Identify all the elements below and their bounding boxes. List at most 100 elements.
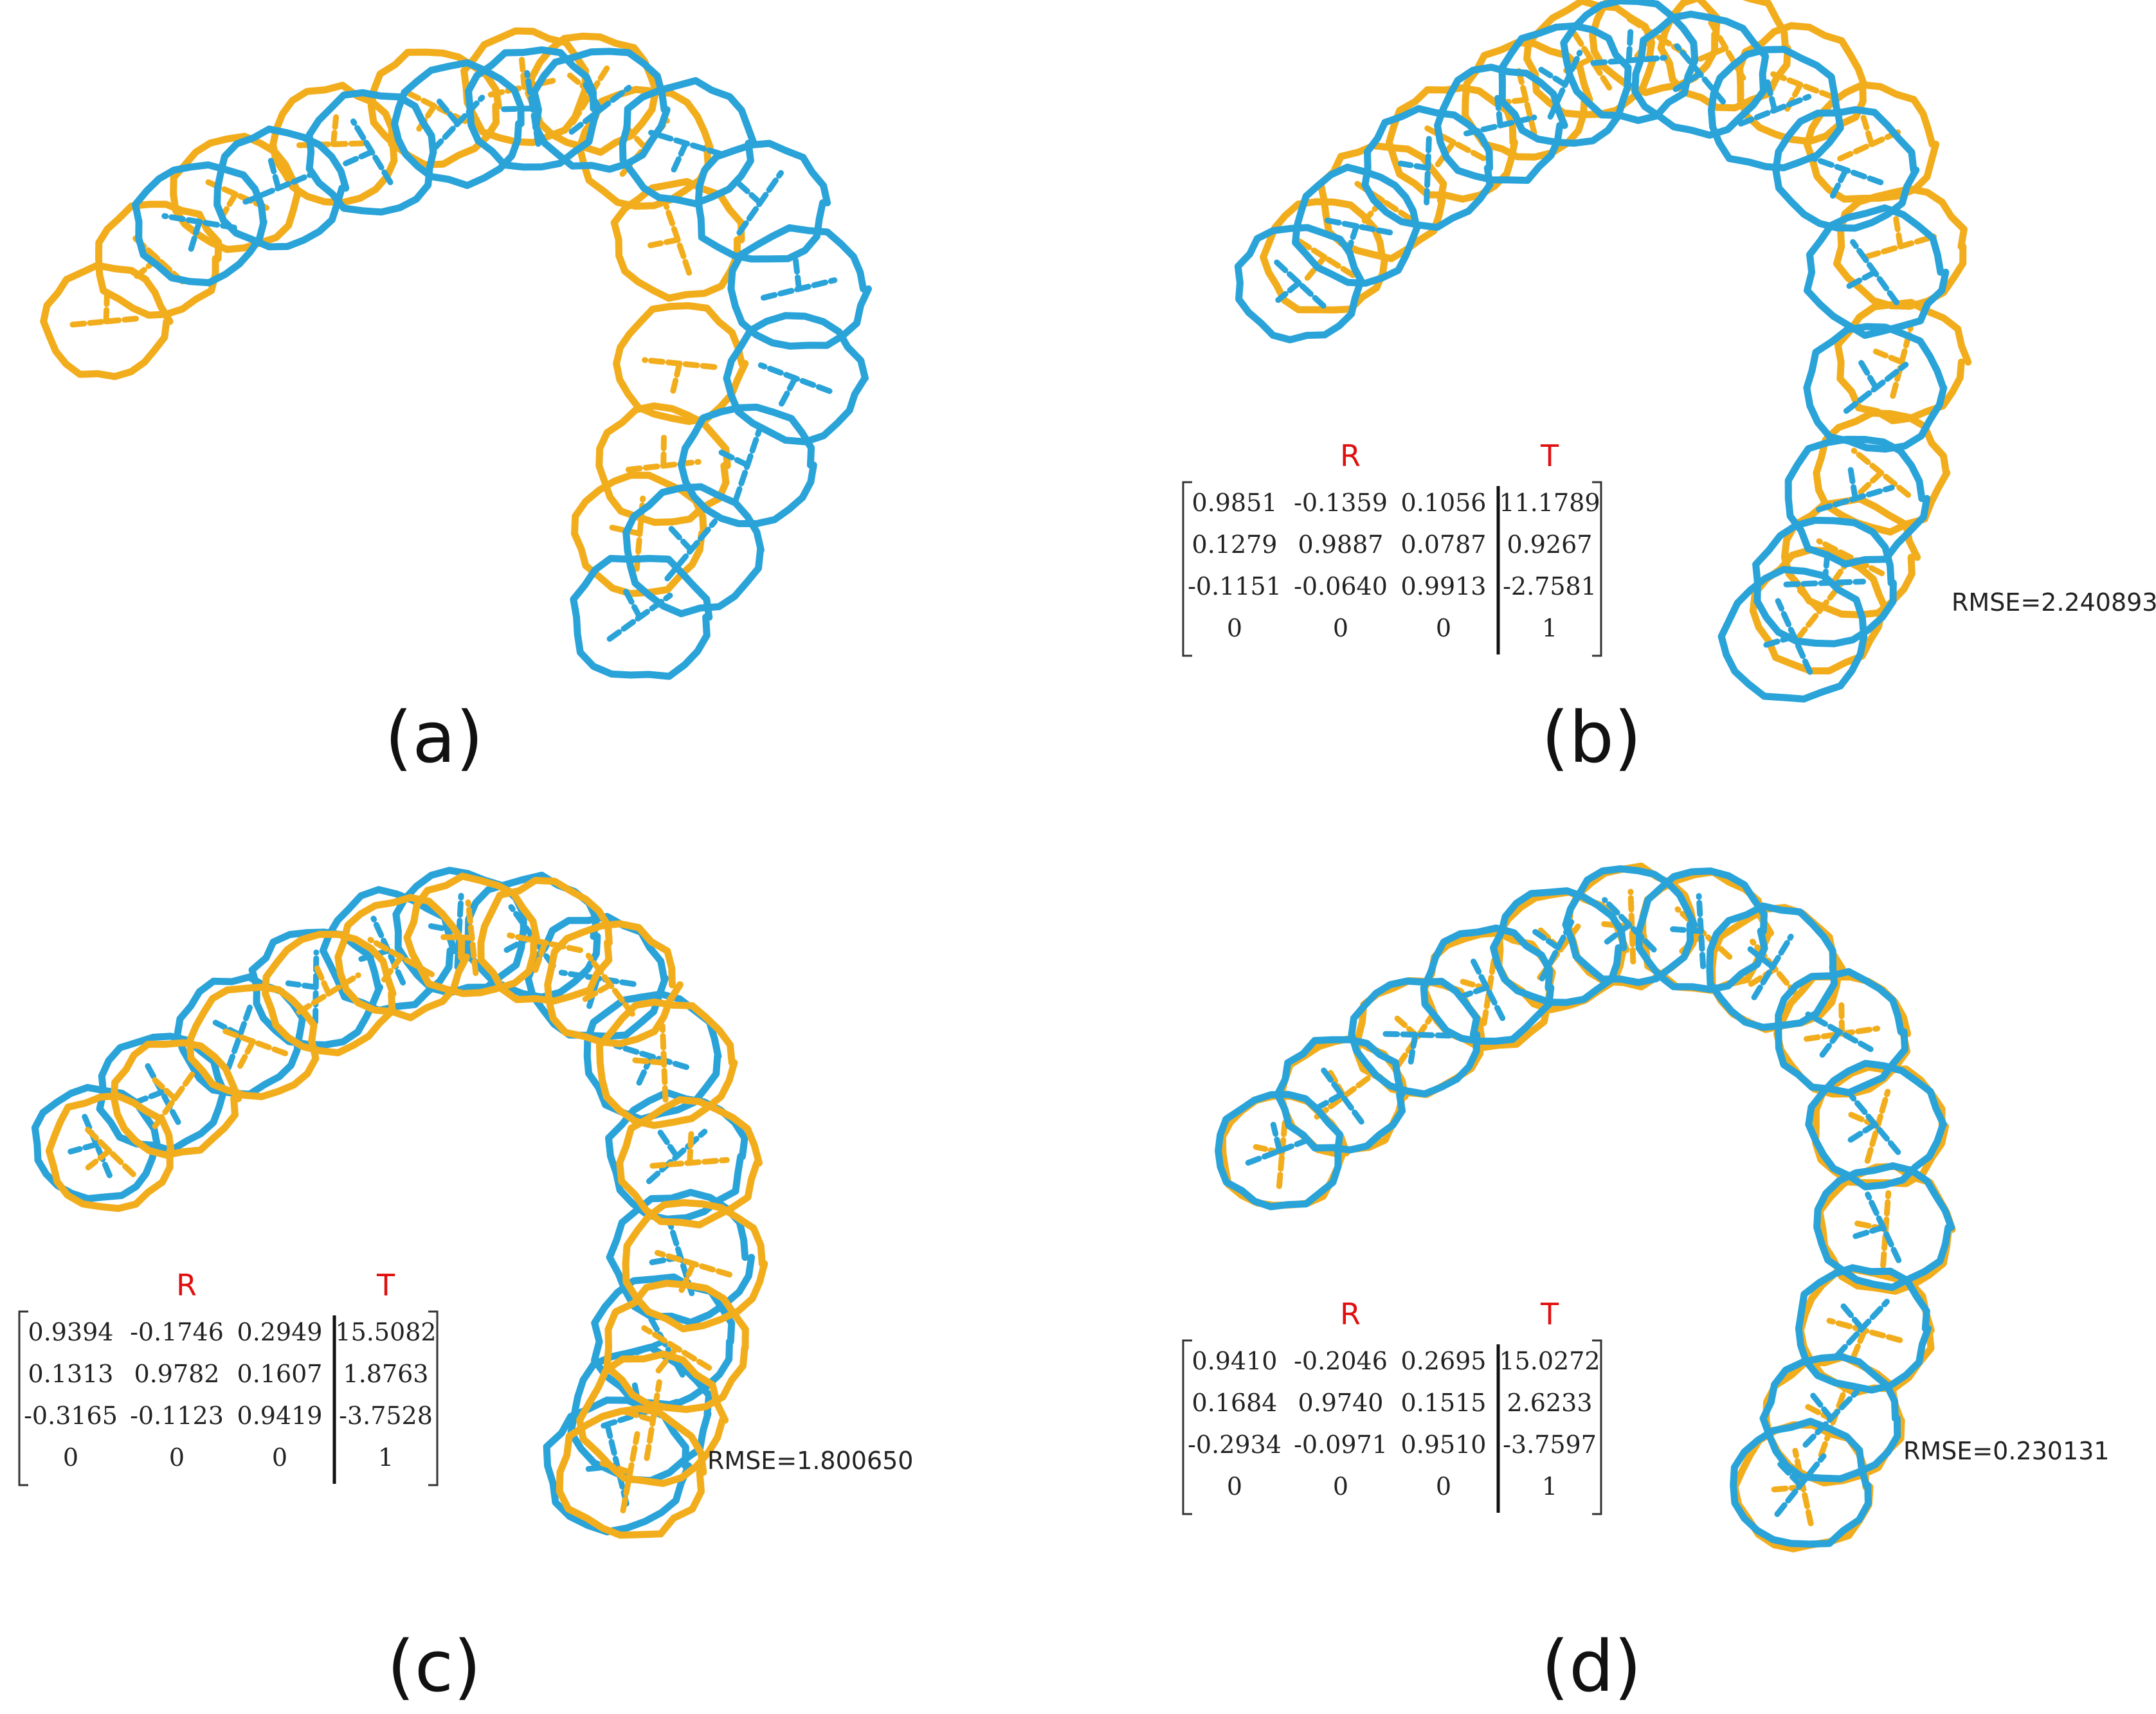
panel-b-matrix-cell-r3c1: -0.1151	[1188, 572, 1282, 600]
panel-a-orange-tooth-10	[613, 302, 749, 425]
panel-c-orange-tooth-7-outline	[477, 876, 613, 1005]
panel-a-blue-tooth-12	[622, 483, 765, 618]
panel-c-orange-tooth-2-outline	[110, 1039, 242, 1159]
panel-a: (a)	[40, 27, 872, 779]
panel-c-orange-tooth-10-fissure	[649, 1130, 730, 1169]
panel-d-matrix-r-header: R	[1340, 1297, 1361, 1331]
panel-c-orange-tooth-2-fissure	[152, 1068, 198, 1130]
panel-c-orange-tooth-8	[544, 920, 684, 1047]
panel-b-blue-tooth-6-fissure	[1590, 29, 1667, 66]
panel-b-matrix-right-bracket	[1592, 481, 1602, 657]
panel-b-matrix-cell-r2c4: 0.9267	[1507, 530, 1593, 559]
panel-a-orange-tooth-2-outline	[95, 201, 222, 319]
panel-c-matrix-cell-r3c4: -3.7528	[339, 1402, 433, 1430]
panel-d-blue-tooth-2-fissure	[1314, 1064, 1364, 1125]
panel-d-matrix-cell-r4c1: 0	[1227, 1472, 1242, 1501]
panel-c-matrix-cell-r4c1: 0	[63, 1443, 78, 1472]
panel-b-blue-tooth-8-outline	[1708, 46, 1844, 172]
panel-d-blue-tooth-8	[1706, 902, 1838, 1031]
panel-d-matrix-cell-r3c2: -0.0971	[1294, 1430, 1388, 1459]
panel-a-orange-tooth-12-outline	[571, 471, 707, 597]
panel-d-blue-tooth-7-outline	[1635, 867, 1768, 993]
panel-b-orange-tooth-8-outline	[1736, 22, 1868, 145]
panel-d-blue-tooth-10-outline	[1805, 1060, 1948, 1191]
panel-c-matrix-cell-r2c3: 0.1607	[237, 1360, 323, 1388]
panel-a-blue-tooth-11-fissure	[718, 427, 763, 503]
panel-d-blue-tooth-9	[1775, 968, 1908, 1096]
panel-c-orange-tooth-11-outline	[622, 1199, 768, 1333]
panel-b-blue-tooth-4	[1434, 64, 1568, 184]
panel-a-blue-tooth-1-outline	[132, 161, 267, 287]
panel-b-matrix-cell-r4c1: 0	[1227, 614, 1242, 642]
panel-c-blue-tooth-2-fissure	[133, 1059, 181, 1125]
panel-a-blue-tooth-9-outline	[727, 224, 872, 350]
panel-d-blue-tooth-5-outline	[1490, 887, 1627, 1006]
panel-c-blue-tooth-10-fissure	[646, 1128, 708, 1184]
panel-a-orange-tooth-9-fissure	[648, 204, 693, 276]
panel-d-blue-tooth-9-fissure	[1805, 1011, 1874, 1058]
panel-c-orange-tooth-5-outline	[334, 894, 470, 1022]
panel-a-orange-tooth-6-fissure	[487, 57, 561, 98]
panel-d-matrix-cell-r2c1: 0.1684	[1192, 1389, 1278, 1417]
panel-d-blue-tooth-6-fissure	[1602, 897, 1657, 953]
panel-c-orange-tooth-14-fissure	[597, 1431, 640, 1513]
panel-a-blue-tooth-7-fissure	[648, 129, 723, 173]
panel-d-blue-tooth-6	[1562, 865, 1698, 986]
panel-a-blue-tooth-10-fissure	[757, 362, 833, 407]
panel-b-orange-tooth-12-outline	[1813, 410, 1951, 536]
panel-d-blue-tooth-1-outline	[1215, 1090, 1344, 1211]
panel-b-blue-tooth-7	[1631, 10, 1770, 139]
panel-a-blue-tooth-9	[727, 224, 872, 350]
panel-d-blue-tooth-4-fissure	[1458, 953, 1506, 1022]
panel-c-label: (c)	[387, 1625, 481, 1708]
panel-c-matrix-cell-r3c3: 0.9419	[237, 1402, 323, 1430]
panel-a-blue-tooth-4-outline	[391, 59, 525, 189]
panel-d-blue-tooth-11-fissure	[1853, 1191, 1902, 1263]
panel-d-rmse: RMSE=0.230131	[1903, 1437, 2109, 1465]
panel-c-matrix-cell-r1c1: 0.9394	[28, 1318, 114, 1346]
panel-c-matrix-cell-r2c4: 1.8763	[343, 1360, 429, 1388]
panel-a-blue-tooth-11	[678, 403, 817, 527]
panel-b-blue-tooth-5	[1498, 22, 1632, 147]
panel-b-blue-tooth-2-outline	[1292, 163, 1422, 287]
panel-d-blue-tooth-13-fissure	[1802, 1389, 1860, 1448]
panel-a-blue-tooth-6	[530, 48, 671, 173]
panel-d-blue-tooth-5	[1490, 887, 1627, 1006]
panel-b-blue-tooth-1-outline	[1234, 224, 1366, 343]
panel-b-blue-tooth-10	[1804, 204, 1950, 339]
panel-d-blue-tooth-14-outline	[1730, 1418, 1872, 1548]
panel-a-blue-tooth-7	[619, 77, 757, 208]
panel-b-matrix-cell-r3c2: -0.0640	[1294, 572, 1388, 600]
panel-b-blue-tooth-7-fissure	[1672, 43, 1726, 105]
panel-d-matrix-cell-r3c4: -3.7597	[1503, 1430, 1597, 1459]
panel-c-orange-tooth-8-fissure	[582, 952, 635, 1017]
panel-d-blue-tooth-4-outline	[1420, 925, 1555, 1045]
panel-b-orange-tooth-12	[1813, 410, 1951, 536]
panel-c-orange-tooth-12	[603, 1279, 749, 1413]
panel-b-orange-tooth-12-fissure	[1851, 447, 1912, 498]
panel-a-blue-tooth-13-fissure	[606, 588, 673, 642]
panel-c-matrix-right-bracket	[428, 1310, 439, 1486]
panel-c-orange-tooth-4	[262, 930, 397, 1056]
panel-d-matrix-cell-r2c2: 0.9740	[1298, 1389, 1384, 1417]
panel-b-orange-tooth-8-fissure	[1765, 69, 1836, 112]
panel-c-rmse: RMSE=1.800650	[707, 1447, 913, 1475]
panel-d-blue-tooth-11-outline	[1813, 1162, 1955, 1291]
panel-c-orange-tooth-4-fissure	[296, 965, 361, 1015]
panel-c-orange-tooth-1	[45, 1092, 175, 1213]
panel-a-blue-tooth-10-outline	[723, 312, 869, 446]
panel-c-orange-tooth-3-fissure	[217, 1026, 289, 1069]
panel-d-matrix-cell-r1c2: -0.2046	[1294, 1347, 1388, 1375]
panel-b-matrix-cell-r1c1: 0.9851	[1192, 489, 1278, 517]
panel-c-orange-tooth-12-fissure	[641, 1325, 712, 1375]
panel-d-matrix-left-bracket	[1182, 1339, 1192, 1515]
panel-a-orange-tooth-4-fissure	[296, 114, 370, 149]
panel-c-orange-tooth-9-fissure	[631, 1023, 669, 1103]
panel-a-label: (a)	[385, 696, 483, 779]
panel-b-blue-tooth-8	[1708, 46, 1844, 172]
panel-d-label: (d)	[1541, 1625, 1642, 1708]
panel-d-blue-tooth-10-fissure	[1847, 1094, 1901, 1155]
